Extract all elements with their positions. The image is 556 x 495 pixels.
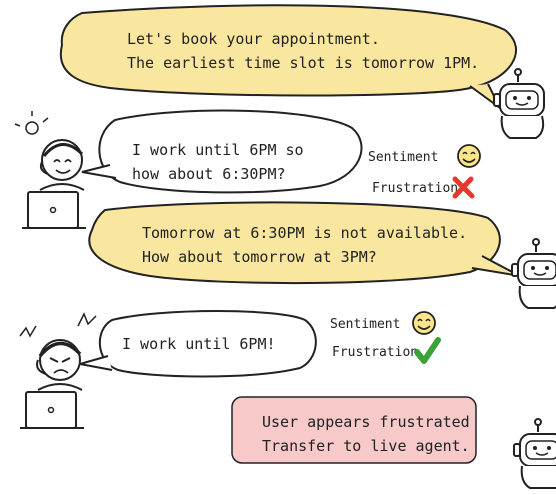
svg-text:Let's book your appointment.: Let's book your appointment. The earlies… [127,30,479,72]
alert-line-1: User appears frustrated [262,413,470,431]
user-avatar-frustrated [19,312,97,429]
robot-avatar-3 [513,418,556,489]
anger-marks-icon [19,312,97,338]
bot-message-1-line-2: The earliest time slot is tomorrow 1PM. [127,54,479,72]
frustration-label-2: Frustration [332,345,418,360]
svg-text:Tomorrow at 6:30PM is not avai: Tomorrow at 6:30PM is not available. How… [142,224,476,266]
alert-line-2: Transfer to live agent. [262,437,470,455]
user-message-1-line-2: how about 6:30PM? [132,165,286,183]
smiling-face-icon [412,311,436,335]
bot-speech-bubble-1: Let's book your appointment. The earlies… [59,4,517,109]
sentiment-label-2: Sentiment [330,317,400,332]
bot-speech-bubble-2: Tomorrow at 6:30PM is not available. How… [88,201,521,285]
red-cross-icon [452,176,475,199]
transfer-alert-box: User appears frustrated Transfer to live… [231,396,479,464]
bot-message-1-line-1: Let's book your appointment. [127,30,380,48]
user-message-1-line-1: I work until 6PM so [132,141,304,159]
smiling-face-icon [457,144,481,168]
bot-message-2-line-1: Tomorrow at 6:30PM is not available. [142,224,467,242]
robot-avatar-1 [493,68,545,139]
user-message-2: I work until 6PM! [122,335,276,353]
user-avatar-calm [14,111,86,229]
indicators-2: Sentiment Frustration [330,311,441,364]
robot-avatar-2 [511,238,556,309]
green-check-icon [414,337,441,364]
svg-text:I work until 6PM so how: I work until 6PM so how about 6:30PM? [132,141,313,183]
lightbulb-icon [14,111,49,135]
indicators-1: Sentiment Frustration [368,144,481,199]
frustration-label-1: Frustration [372,181,458,196]
sentiment-label-1: Sentiment [368,150,438,165]
user-speech-bubble-2: I work until 6PM! [79,310,317,378]
user-speech-bubble-1: I work until 6PM so how about 6:30PM? [81,109,363,194]
bot-message-2-line-2: How about tomorrow at 3PM? [142,248,377,266]
svg-text:User appears frustrated: User appears frustrated Transfer to live… [262,413,479,455]
